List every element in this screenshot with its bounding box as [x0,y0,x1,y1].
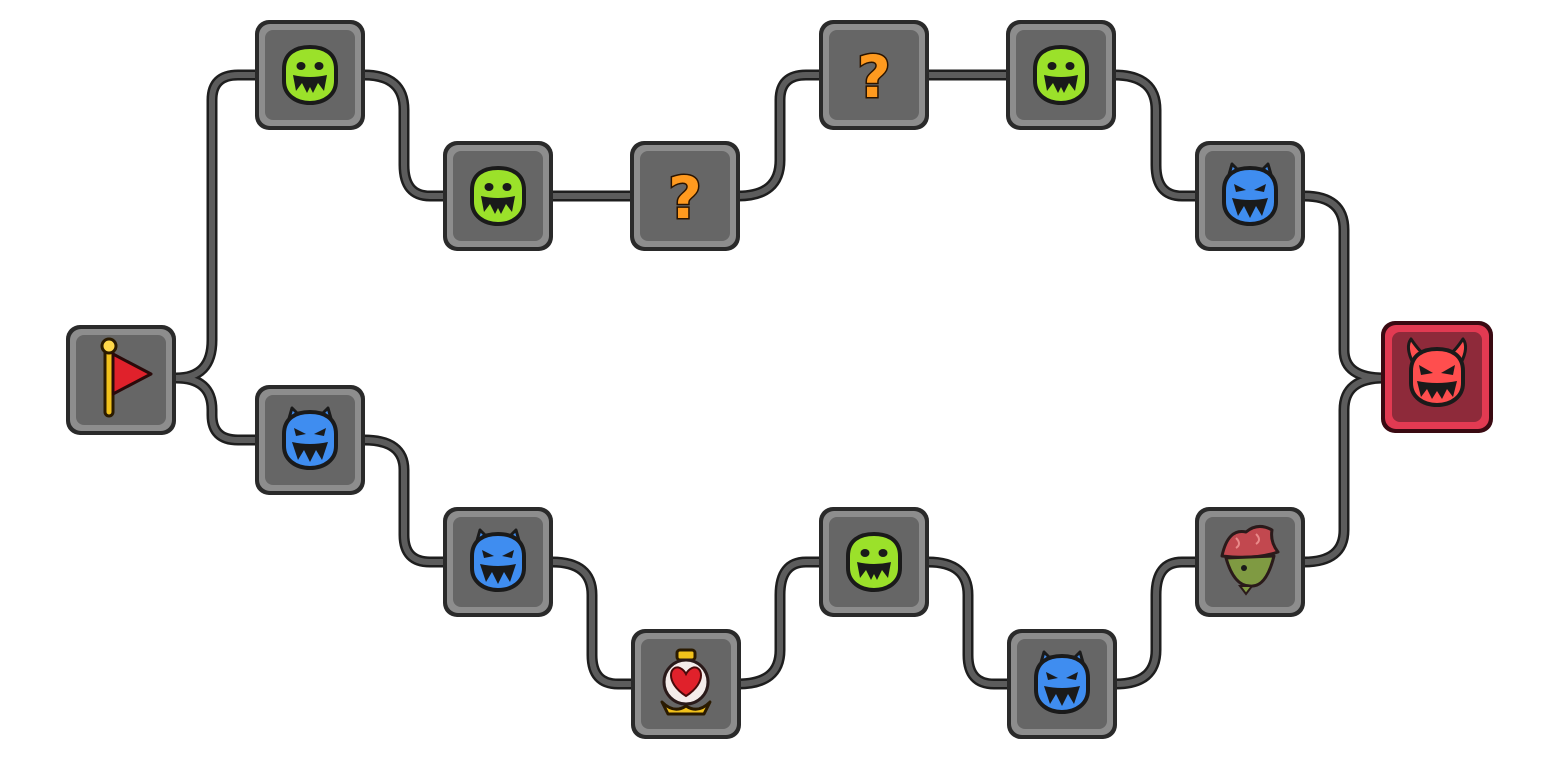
heart-potion-icon [660,648,712,716]
blue-monster-icon [470,528,526,592]
bottom-node-1[interactable] [255,385,365,495]
bottom-node-2[interactable] [443,507,553,617]
bottom-node-6[interactable] [1195,507,1305,617]
bottom-node-4[interactable] [819,507,929,617]
top-node-1[interactable] [255,20,365,130]
green-monster-icon [470,166,526,226]
question-mark-icon: ? [857,43,891,111]
start-node[interactable] [66,325,176,435]
bottom-node-5[interactable] [1007,629,1117,739]
blue-monster-icon [1222,162,1278,226]
blue-monster-icon [282,406,338,470]
boss-node[interactable] [1381,321,1493,433]
blue-monster-icon [1034,650,1090,714]
top-node-5[interactable] [1006,20,1116,130]
top-node-6[interactable] [1195,141,1305,251]
bottom-node-3[interactable] [631,629,741,739]
route-paths [170,69,1390,690]
green-monster-icon [846,532,902,592]
flag-icon [100,337,153,418]
top-node-4[interactable]: ? [819,20,929,130]
jester-hat-icon [1220,525,1280,596]
green-monster-icon [282,45,338,105]
green-monster-icon [1033,45,1089,105]
top-node-3[interactable]: ? [630,141,740,251]
red-demon-icon [1406,337,1468,407]
question-mark-icon: ? [668,164,702,232]
top-node-2[interactable] [443,141,553,251]
